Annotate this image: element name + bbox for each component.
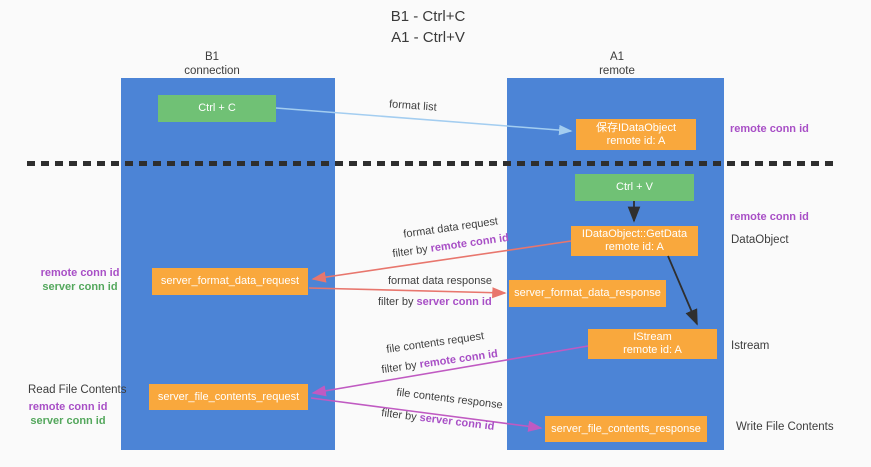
column-header-a1: A1 remote (557, 50, 677, 78)
filter-prefix: filter by (380, 407, 421, 424)
filter-prefix: filter by (380, 358, 421, 377)
node-istream-line1: IStream (633, 331, 672, 343)
node-istream: IStream remote id: A (588, 329, 717, 359)
column-a1-name: A1 (609, 51, 625, 63)
node-getdata-line1: IDataObject::GetData (581, 228, 688, 240)
filter-server-conn-id: server conn id (416, 296, 492, 308)
label-format-data-response: format data response (388, 275, 492, 287)
right-label-remote-conn-id-top: remote conn id (730, 123, 809, 135)
node-server-file-contents-response: server_file_contents_response (545, 416, 707, 442)
column-header-b1: B1 connection (152, 50, 272, 78)
node-server-file-contents-request-label: server_file_contents_request (157, 390, 300, 403)
arrow-format-data-response (308, 287, 507, 299)
node-server-file-contents-response-label: server_file_contents_response (551, 422, 701, 435)
left-label-read-file-contents: Read File Contents (28, 384, 127, 396)
left-label-conn-ids-top: remote conn id server conn id (30, 266, 130, 294)
node-server-format-data-response: server_format_data_response (509, 280, 666, 307)
filter-remote-conn-id: remote conn id (429, 231, 510, 255)
label-file-contents-response: file contents response (395, 386, 504, 412)
left-server-conn-id-top: server conn id (42, 281, 118, 293)
node-server-file-contents-request: server_file_contents_request (149, 384, 308, 410)
title-line-1: B1 - Ctrl+C (390, 8, 466, 25)
left-remote-conn-id-bottom: remote conn id (28, 401, 108, 413)
node-ctrl-v: Ctrl + V (575, 174, 694, 201)
left-label-conn-ids-bottom: remote conn id server conn id (18, 400, 118, 428)
label-filter-by-server-1: filter by server conn id (378, 296, 492, 308)
right-label-dataobject: DataObject (731, 234, 789, 246)
filter-prefix: filter by (391, 242, 432, 261)
node-ctrl-v-label: Ctrl + V (616, 181, 653, 193)
phase-divider-dashed-line (27, 161, 833, 166)
right-label-write-file-contents: Write File Contents (736, 421, 834, 433)
node-idataobject-getdata: IDataObject::GetData remote id: A (571, 226, 698, 256)
label-format-list: format list (388, 98, 438, 114)
column-b1-subtitle: connection (184, 65, 240, 77)
diagram-title: B1 - Ctrl+C A1 - Ctrl+V (283, 6, 573, 48)
node-istream-line2: remote id: A (623, 344, 682, 356)
right-label-istream: Istream (731, 340, 770, 352)
label-filter-by-server-2: filter by server conn id (381, 407, 495, 433)
node-server-format-data-request-label: server_format_data_request (160, 275, 300, 287)
node-save-idataobject-line1: 保存IDataObject (595, 121, 677, 134)
filter-prefix: filter by (378, 296, 417, 308)
node-save-idataobject: 保存IDataObject remote id: A (576, 119, 696, 150)
column-b1-name: B1 (204, 51, 220, 63)
node-ctrl-c: Ctrl + C (158, 95, 276, 122)
left-server-conn-id-bottom: server conn id (30, 415, 106, 427)
node-server-format-data-request: server_format_data_request (152, 268, 308, 295)
node-server-format-data-response-label: server_format_data_response (514, 287, 661, 299)
filter-server-conn-id: server conn id (418, 411, 496, 433)
node-getdata-line2: remote id: A (605, 241, 664, 253)
left-remote-conn-id-top: remote conn id (40, 267, 120, 279)
node-ctrl-c-label: Ctrl + C (198, 102, 236, 114)
node-save-idataobject-line2: remote id: A (606, 134, 666, 147)
title-line-2: A1 - Ctrl+V (391, 29, 465, 46)
column-a1-subtitle: remote (599, 65, 635, 77)
filter-remote-conn-id: remote conn id (418, 347, 499, 371)
right-label-remote-conn-id-mid: remote conn id (730, 211, 809, 223)
